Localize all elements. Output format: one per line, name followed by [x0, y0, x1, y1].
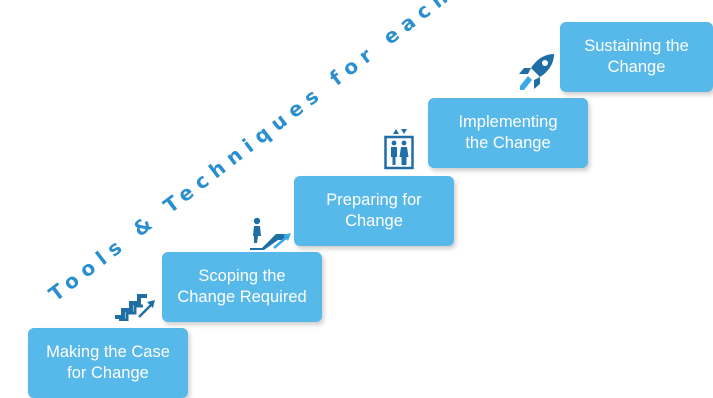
rocket-icon	[519, 54, 554, 90]
stairs-icon	[115, 294, 155, 321]
phase-label-line1: Preparing for	[326, 191, 422, 209]
elevator-icon	[384, 128, 414, 170]
escalator-icon	[250, 217, 291, 250]
phase-label-line1: Scoping the	[198, 267, 286, 285]
phase-label-line2: Change	[345, 212, 403, 230]
phase-label-line2: the Change	[465, 134, 551, 152]
phase-label-line2: Change Required	[177, 288, 307, 306]
phase-label-line2: Change	[607, 58, 666, 76]
phase-label-line2: for Change	[67, 364, 149, 382]
phase-box-sustaining: Sustaining the Change	[560, 22, 713, 92]
phase-label-line1: Sustaining the	[584, 37, 689, 55]
phase-box-implementing: Implementing the Change	[428, 98, 588, 168]
phase-box-scoping: Scoping the Change Required	[162, 252, 322, 322]
phase-label-line1: Making the Case	[46, 343, 170, 361]
phase-label-line1: Implementing	[458, 113, 558, 131]
phase-box-making-the-case: Making the Case for Change	[28, 328, 188, 398]
phase-box-preparing: Preparing for Change	[294, 176, 454, 246]
